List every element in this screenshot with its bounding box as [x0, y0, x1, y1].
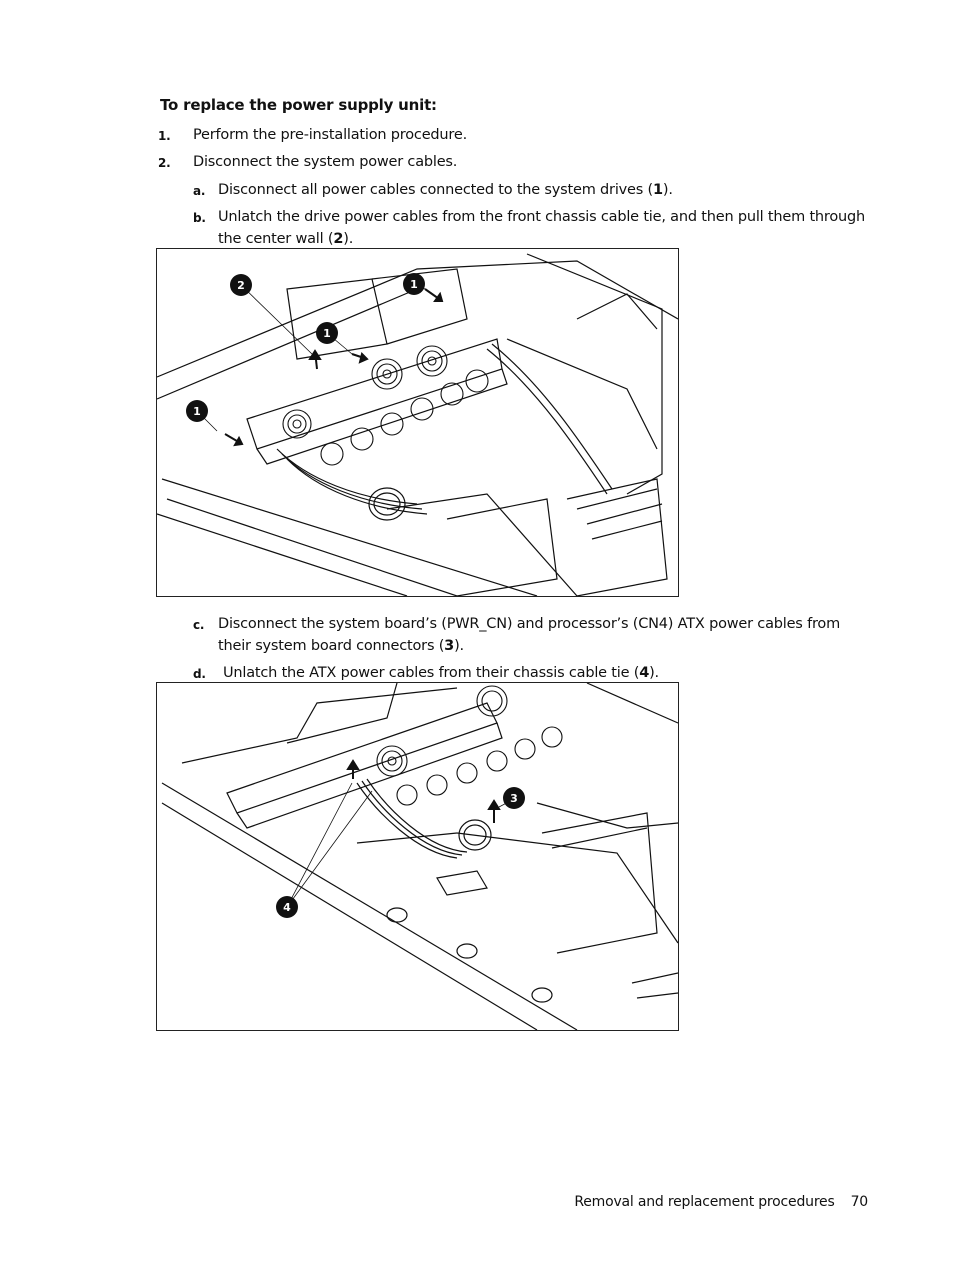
substep-text: Unlatch the drive power cables from the … — [218, 209, 866, 247]
procedure-heading: To replace the power supply unit: — [160, 96, 437, 114]
figure-drive-power-cables: 2 1 1 1 — [156, 248, 679, 597]
step-number: 2. — [158, 156, 171, 170]
callout-badges: 3 4 — [276, 787, 525, 918]
figure-atx-power-cables: 3 4 — [156, 682, 679, 1031]
callout-ref: 3 — [444, 638, 455, 654]
page-number: 70 — [850, 1194, 869, 1210]
page-footer: Removal and replacement procedures 70 — [574, 1194, 868, 1210]
chassis-illustration-2: 3 4 — [161, 683, 678, 1030]
callout-ref: 4 — [639, 665, 650, 681]
callout-1: 1 — [193, 405, 201, 418]
callout-1: 1 — [410, 278, 418, 291]
substep-text: Unlatch the ATX power cables from their … — [223, 665, 659, 681]
callout-4: 4 — [283, 901, 291, 914]
callout-3: 3 — [510, 792, 518, 805]
chassis-illustration-1: 2 1 1 1 — [157, 253, 678, 596]
substep-text: Disconnect the system board’s (PWR_CN) a… — [218, 616, 841, 654]
substep-letter: d. — [193, 667, 206, 681]
callout-ref: 2 — [333, 231, 344, 247]
step-text: Disconnect the system power cables. — [193, 154, 458, 170]
substep-text: Disconnect all power cables connected to… — [218, 182, 673, 198]
substep-letter: b. — [193, 211, 206, 225]
substep-letter: a. — [193, 184, 206, 198]
step-number: 1. — [158, 129, 171, 143]
substep-letter: c. — [193, 618, 205, 632]
step-text: Perform the pre-installation procedure. — [193, 127, 467, 143]
callout-badges: 2 1 1 1 — [186, 273, 425, 422]
callout-2: 2 — [237, 279, 245, 292]
callout-ref: 1 — [652, 182, 663, 198]
footer-section-title: Removal and replacement procedures — [574, 1194, 835, 1210]
callout-1: 1 — [323, 327, 331, 340]
